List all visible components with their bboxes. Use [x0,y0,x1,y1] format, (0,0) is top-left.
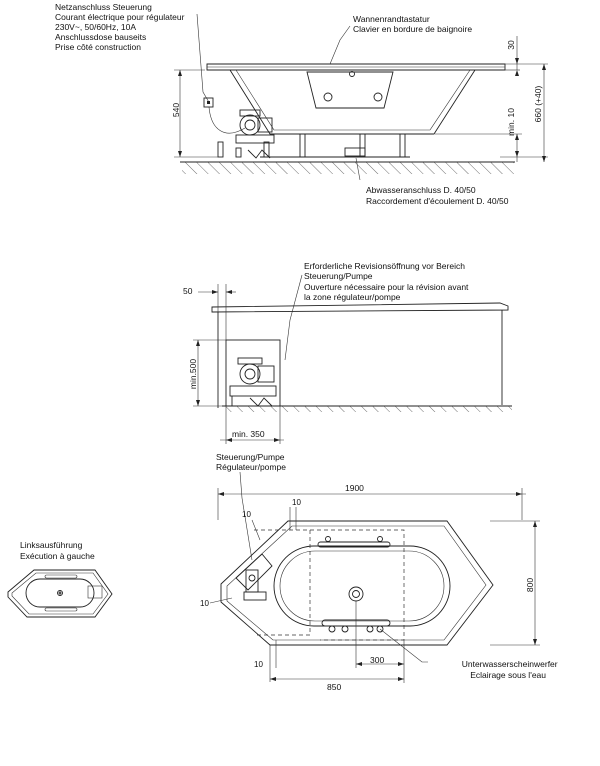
dim-540: 540 [171,69,218,158]
keypad-panel [306,71,394,109]
svg-text:540: 540 [171,103,181,117]
dim-850: 850 [270,668,405,692]
mains-leader [196,13,211,105]
side-view: Netzanschluss Steuerung Courant électriq… [55,2,548,206]
light-label: Unterwasserscheinwerfer Eclairage sous l… [462,659,560,680]
svg-text:10: 10 [242,510,251,519]
underwater-light [348,586,364,602]
light-leader [379,628,428,663]
plan-view: Steuerung/Pumpe Régulateur/pompe 1900 80… [200,452,560,692]
dim-right-side: 30 min. 10 660 (+40) [435,36,548,162]
keypad-button-right [373,92,383,102]
left-version-label: Linksausführung Exécution à gauche [20,540,95,561]
control-unit-plan [235,553,273,601]
drain-label: Abwasseranschluss D. 40/50 Raccordement … [366,185,509,206]
dims-10: 10 10 10 10 [200,498,301,682]
pump-revision [229,357,277,407]
dim-300: 300 [355,601,405,668]
service-zone [254,529,311,636]
tub-feet [217,133,410,159]
mains-label: Netzanschluss Steuerung Courant électriq… [55,2,187,52]
dim-50: 50 [183,284,236,340]
revision-leader [284,274,303,361]
svg-text:10: 10 [200,599,209,608]
svg-text:min.500: min.500 [188,359,198,390]
drain [344,147,366,157]
svg-text:30: 30 [506,40,516,50]
svg-text:min. 350: min. 350 [232,429,265,439]
dim-min350: min. 350 [220,406,284,444]
revision-label: Erforderliche Revisionsöffnung vor Berei… [304,261,471,302]
control-leader [239,471,253,561]
floor-hatch [182,162,514,174]
keypad-leader [329,25,351,65]
tub-basin [273,545,451,627]
svg-text:50: 50 [183,286,193,296]
svg-text:850: 850 [327,682,341,692]
keypad-label: Wannenrandtastatur Clavier en bordure de… [353,14,472,34]
revision-view: Erforderliche Revisionsöffnung vor Berei… [183,261,512,444]
svg-text:300: 300 [370,655,384,665]
control-label: Steuerung/Pumpe Régulateur/pompe [216,452,287,472]
svg-text:1900: 1900 [345,483,364,493]
keypad-button-left [323,92,333,102]
dim-800: 800 [490,520,540,646]
left-version-tub [7,569,113,618]
left-version: Linksausführung Exécution à gauche [7,540,113,618]
tub-outline-plan [220,520,494,646]
tub-body [229,69,476,135]
floor-hatch-2 [222,406,512,412]
svg-text:10: 10 [254,660,263,669]
pump-side [235,109,275,144]
socket [203,97,214,108]
svg-text:min. 10: min. 10 [506,108,516,136]
svg-text:660 (+40): 660 (+40) [533,86,543,123]
tub-rim-2 [211,302,509,313]
svg-text:10: 10 [292,498,301,507]
dim-min500: min.500 [188,339,226,407]
svg-text:800: 800 [525,578,535,592]
dim-1900: 1900 [217,483,526,520]
